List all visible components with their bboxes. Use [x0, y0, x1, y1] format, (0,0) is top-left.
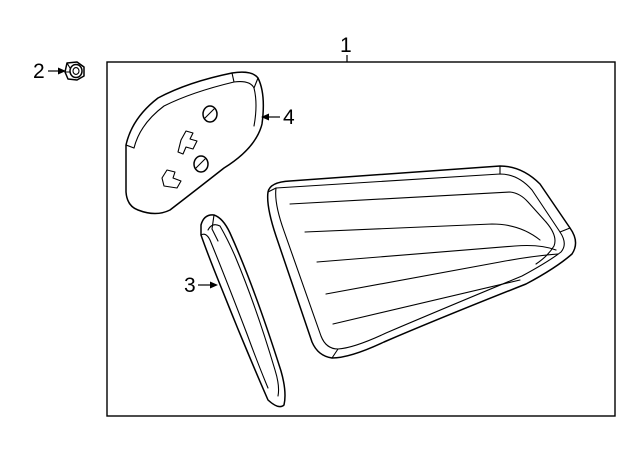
assembly-frame [106, 61, 616, 417]
gasket-seal-icon [200, 214, 286, 408]
callout-1-label: 1 [340, 34, 352, 57]
nut-icon [64, 61, 85, 81]
callout-2-label: 2 [33, 60, 45, 83]
callout-2: 2 [33, 60, 66, 83]
callout-3-label: 3 [184, 274, 196, 297]
callout-2-arrowhead [58, 67, 66, 75]
callout-4: 4 [261, 106, 295, 129]
callout-3-arrowhead [210, 281, 218, 289]
callout-4-label: 4 [283, 106, 295, 129]
callout-4-arrowhead [261, 113, 269, 121]
callout-3: 3 [184, 274, 218, 297]
tail-lamp-assembly-icon [266, 165, 577, 359]
callout-1: 1 [340, 34, 352, 62]
mounting-plate-icon [125, 71, 265, 215]
